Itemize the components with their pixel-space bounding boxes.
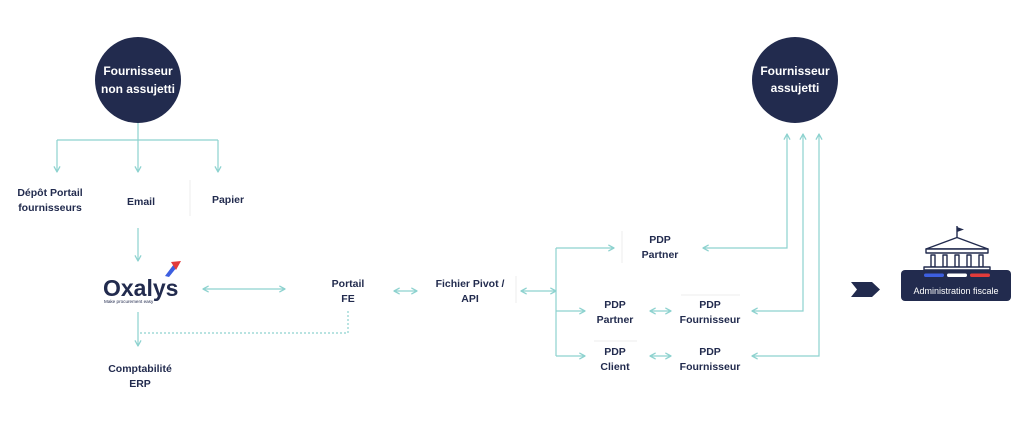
building-base bbox=[923, 266, 991, 271]
pdp-partner-line2: Partner bbox=[597, 314, 634, 326]
supplier-subject-line1: Fournisseur bbox=[760, 64, 830, 78]
supplier-non-subject-circle bbox=[95, 37, 181, 123]
pdp-supplier-b-line2: Fournisseur bbox=[680, 361, 741, 373]
channel-paper-label: Papier bbox=[212, 194, 244, 206]
pdp-supplier-a-line1: PDP bbox=[699, 299, 721, 311]
government-building-icon bbox=[923, 226, 991, 271]
oxalys-mark-red bbox=[171, 261, 181, 270]
pdp-partner-top-line2: Partner bbox=[642, 249, 679, 261]
pdp-partner-line1: PDP bbox=[604, 299, 626, 311]
pivot-line2: API bbox=[461, 293, 479, 305]
pdp-supplier-b-line1: PDP bbox=[699, 346, 721, 358]
building-column bbox=[966, 254, 972, 268]
supplier-subject-line2: assujetti bbox=[771, 81, 820, 95]
oxalys-logo-tagline: Make procurement easy bbox=[104, 299, 154, 304]
building-pediment bbox=[925, 236, 989, 250]
chevron-right-icon bbox=[851, 282, 880, 297]
portal-fe-line2: FE bbox=[341, 293, 354, 305]
building-column bbox=[942, 254, 948, 268]
supplier-subject-circle bbox=[752, 37, 838, 123]
tax-administration-box bbox=[901, 270, 1011, 301]
supplier-non-subject-node: Fournisseur non assujetti bbox=[95, 37, 181, 123]
oxalys-logo-text: Oxalys bbox=[103, 275, 178, 301]
flag-stripe-red bbox=[970, 273, 990, 277]
building-entablature bbox=[925, 248, 989, 254]
channel-portal-line2: fournisseurs bbox=[18, 202, 82, 214]
supplier-non-subject-line1: Fournisseur bbox=[103, 64, 173, 78]
pivot-line1: Fichier Pivot / bbox=[436, 278, 505, 290]
pdp-supplier-a-line2: Fournisseur bbox=[680, 314, 741, 326]
oxalys-mark-blue bbox=[165, 264, 177, 277]
channel-portal-line1: Dépôt Portail bbox=[17, 187, 82, 199]
connector-supplier-to-pdp-partner-top bbox=[702, 133, 791, 252]
accounting-line2: ERP bbox=[129, 378, 151, 390]
accounting-line1: Comptabilité bbox=[108, 363, 172, 375]
pdp-partner-top-line1: PDP bbox=[649, 234, 671, 246]
supplier-subject-node: Fournisseur assujetti bbox=[752, 37, 838, 123]
building-column bbox=[978, 254, 984, 268]
pdp-client-line2: Client bbox=[600, 361, 630, 373]
flag-stripe-white bbox=[947, 273, 967, 277]
oxalys-mark-icon bbox=[165, 261, 181, 277]
connector-dotted-portal-to-accounting bbox=[138, 311, 349, 334]
connector-supplier-to-pdp-supplier-a bbox=[751, 133, 807, 315]
pdp-client-line1: PDP bbox=[604, 346, 626, 358]
building-column bbox=[930, 254, 936, 268]
portal-fe-line1: Portail bbox=[332, 278, 365, 290]
tax-administration-badge: Administration fiscale bbox=[901, 270, 1011, 301]
flag-stripe-blue bbox=[924, 273, 944, 277]
supplier-non-subject-line2: non assujetti bbox=[101, 82, 175, 96]
connector-supplier-to-pdp-supplier-b bbox=[751, 133, 823, 360]
oxalys-logo: Oxalys Make procurement easy bbox=[103, 261, 181, 304]
building-flag bbox=[957, 227, 964, 232]
tax-administration-label: Administration fiscale bbox=[913, 286, 998, 296]
channel-email-label: Email bbox=[127, 196, 155, 208]
building-column bbox=[954, 254, 960, 268]
